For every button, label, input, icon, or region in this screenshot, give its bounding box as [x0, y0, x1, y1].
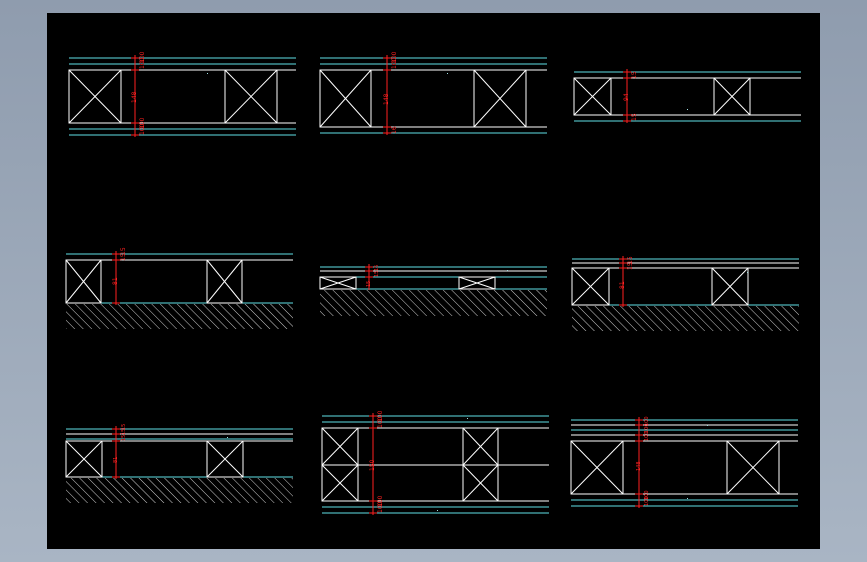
dim-label: 15	[121, 424, 127, 430]
dim-label: 15	[631, 71, 638, 79]
cad-noise-dots	[207, 73, 748, 511]
dim-label: 150	[369, 459, 376, 471]
dim-label: 15	[627, 262, 634, 270]
dim-label: 81	[113, 457, 119, 463]
dim-label: 15	[374, 265, 380, 271]
dim-label: 100	[644, 431, 650, 441]
dim-label: 15	[120, 253, 127, 261]
dim-label: 148	[383, 93, 390, 105]
dim-label: 148	[131, 91, 138, 103]
dim-label: 100	[644, 496, 650, 506]
detail-2	[319, 55, 547, 135]
cad-drawing: 100 100 148 100 100 100 100 148 16	[65, 51, 801, 515]
dim-label: 81	[112, 277, 119, 285]
dim-label: 100	[644, 490, 650, 500]
dim-label: 15	[120, 247, 127, 255]
dim-label: 100	[377, 501, 384, 513]
dim-label: 15	[366, 281, 372, 287]
dim-label: 100	[377, 416, 384, 428]
dim-label: 100	[644, 423, 650, 433]
dim-label: 94	[623, 93, 630, 101]
dim-label: 15	[121, 435, 127, 441]
dim-label: 100	[377, 495, 384, 507]
dim-label: 81	[619, 281, 626, 289]
detail-7	[65, 426, 293, 503]
dim-label: 100	[139, 51, 146, 63]
dim-label: 100	[644, 416, 650, 426]
dim-label: 100	[391, 57, 398, 69]
dim-label: 100	[139, 57, 146, 69]
dim-label: 100	[377, 410, 384, 422]
dim-label: 148	[636, 461, 642, 471]
dim-label: 100	[139, 117, 146, 129]
dim-label: 15	[631, 113, 638, 121]
detail-9	[570, 417, 798, 508]
drawing-sheet: 100 100 148 100 100 100 100 148 16	[47, 13, 820, 549]
dim-label: 15	[374, 271, 380, 277]
detail-1	[68, 55, 296, 137]
dim-label: 15	[121, 429, 127, 435]
dim-label: 100	[391, 51, 398, 63]
detail-5	[319, 264, 547, 316]
detail-6	[571, 256, 799, 331]
dim-label: 15	[627, 256, 634, 264]
dim-label: 16	[391, 126, 398, 134]
detail-3	[573, 69, 801, 123]
dim-label: 100	[139, 123, 146, 135]
detail-4	[65, 251, 293, 329]
detail-8	[321, 413, 549, 515]
